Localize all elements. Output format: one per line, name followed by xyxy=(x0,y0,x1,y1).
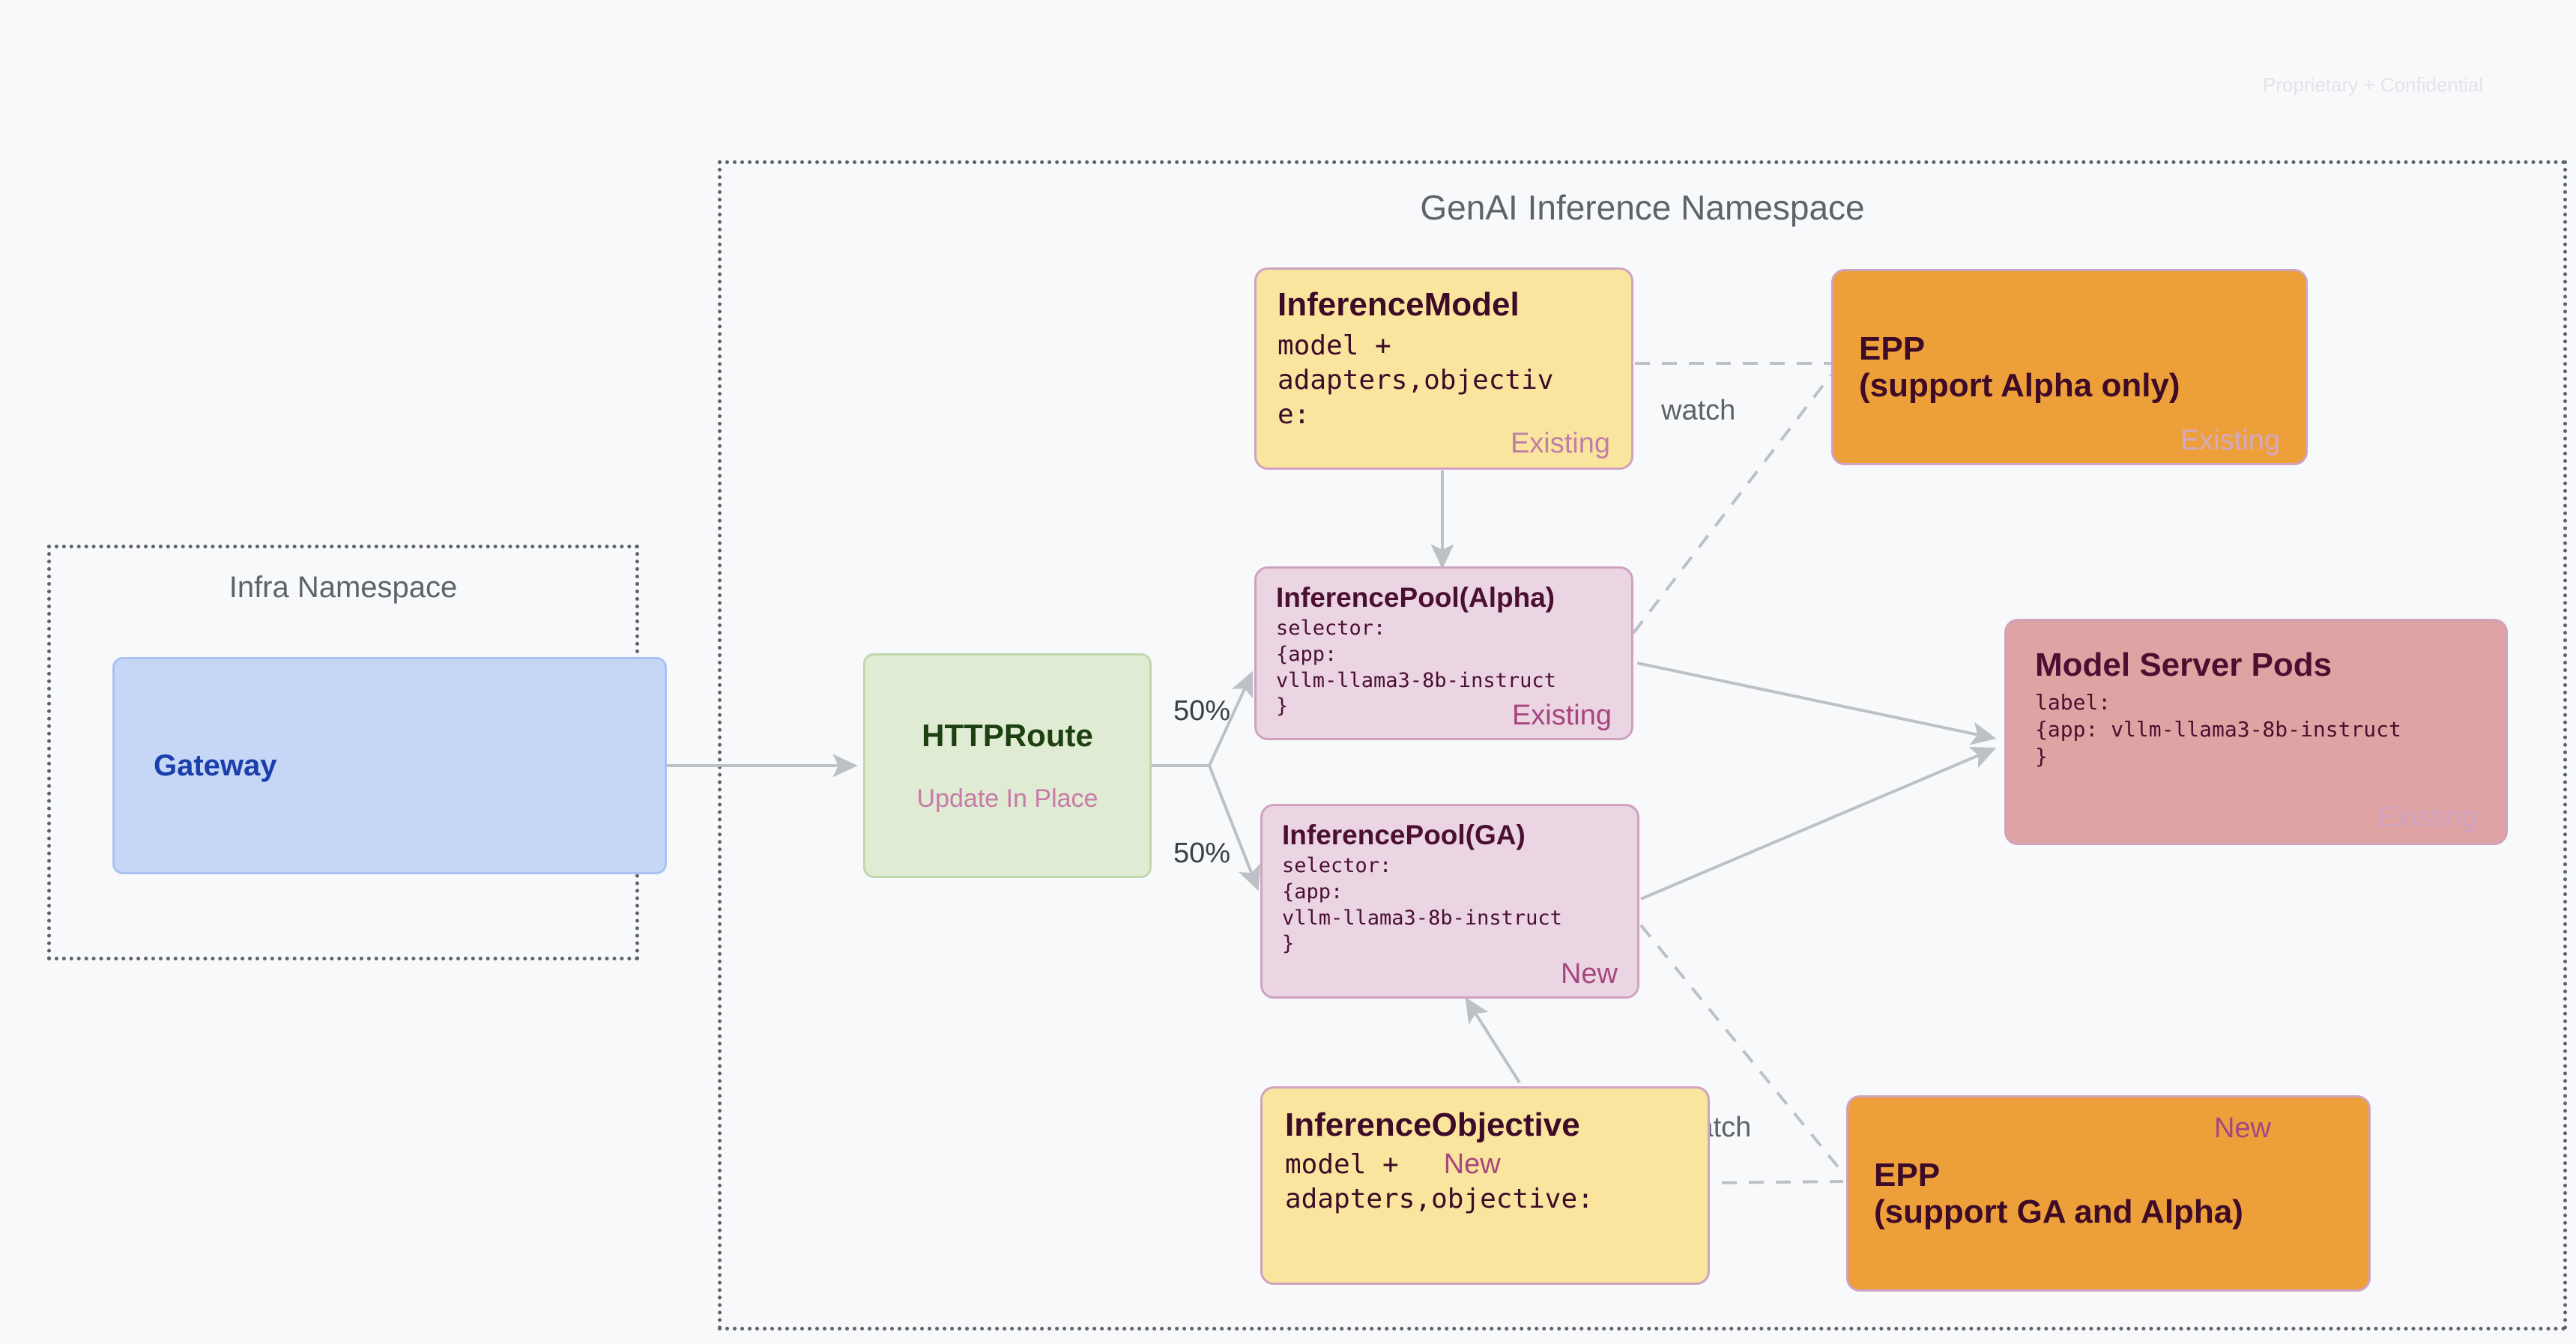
node-inference-pool-alpha-code: selector: {app: vllm-llama3-8b-instruct … xyxy=(1276,617,1556,718)
node-epp-ga-title-line2: (support GA and Alpha) xyxy=(1874,1193,2243,1230)
node-epp-alpha-badge: Existing xyxy=(2180,425,2280,456)
node-inference-pool-ga-badge: New xyxy=(1560,958,1618,990)
node-epp-alpha[interactable]: EPP (support Alpha only) Existing xyxy=(1831,269,2308,465)
node-epp-ga[interactable]: EPP (support GA and Alpha) New xyxy=(1846,1095,2371,1292)
edge-label-watch-alpha: watch xyxy=(1661,395,1736,426)
node-httproute[interactable]: HTTPRoute Update In Place xyxy=(863,653,1152,878)
node-inference-pool-alpha-badge: Existing xyxy=(1511,700,1612,731)
node-httproute-title: HTTPRoute xyxy=(922,717,1093,753)
genai-namespace-title: GenAI Inference Namespace xyxy=(1420,188,1865,227)
edge-label-50-percent-alpha: 50% xyxy=(1173,695,1231,727)
node-inference-objective-code-before: model + xyxy=(1285,1149,1399,1181)
node-inference-model-badge: Existing xyxy=(1510,428,1610,459)
node-gateway[interactable]: Gateway xyxy=(112,657,667,874)
node-model-server-pods-title: Model Server Pods xyxy=(2035,647,2332,683)
node-inference-pool-ga[interactable]: InferencePool(GA) selector: {app: vllm-l… xyxy=(1260,804,1639,999)
node-inference-model-code: model + adapters,objectiv e: xyxy=(1278,330,1554,431)
node-epp-ga-badge: New xyxy=(2213,1113,2271,1144)
node-httproute-subtitle: Update In Place xyxy=(916,784,1098,814)
node-inference-objective-badge: New xyxy=(1443,1148,1501,1181)
node-epp-alpha-title-line1: EPP xyxy=(1859,330,1926,367)
node-model-server-pods[interactable]: Model Server Pods label: {app: vllm-llam… xyxy=(2004,619,2508,845)
node-model-server-pods-badge: Existing xyxy=(2377,802,2477,833)
node-inference-pool-alpha[interactable]: InferencePool(Alpha) selector: {app: vll… xyxy=(1254,566,1633,740)
node-inference-objective-code-after: adapters,objective: xyxy=(1285,1184,1594,1215)
node-inference-pool-alpha-title: InferencePool(Alpha) xyxy=(1276,582,1555,613)
node-inference-pool-ga-title: InferencePool(GA) xyxy=(1282,820,1526,850)
node-inference-model[interactable]: InferenceModel model + adapters,objectiv… xyxy=(1254,267,1633,470)
infra-namespace-title: Infra Namespace xyxy=(229,571,458,604)
node-model-server-pods-code: label: {app: vllm-llama3-8b-instruct } xyxy=(2035,690,2401,769)
node-inference-pool-ga-code: selector: {app: vllm-llama3-8b-instruct … xyxy=(1282,854,1562,956)
node-epp-ga-title-line1: EPP xyxy=(1874,1156,1941,1193)
edge-label-50-percent-ga: 50% xyxy=(1173,838,1231,869)
node-inference-objective-title: InferenceObjective xyxy=(1285,1107,1580,1143)
genai-namespace-container xyxy=(718,160,2567,1331)
node-epp-alpha-title-line2: (support Alpha only) xyxy=(1859,367,2180,404)
node-gateway-title: Gateway xyxy=(154,748,277,782)
node-inference-objective[interactable]: InferenceObjective model + New adapters,… xyxy=(1260,1086,1710,1285)
confidentiality-notice: Proprietary + Confidential xyxy=(2263,73,2484,96)
node-inference-model-title: InferenceModel xyxy=(1278,286,1520,323)
